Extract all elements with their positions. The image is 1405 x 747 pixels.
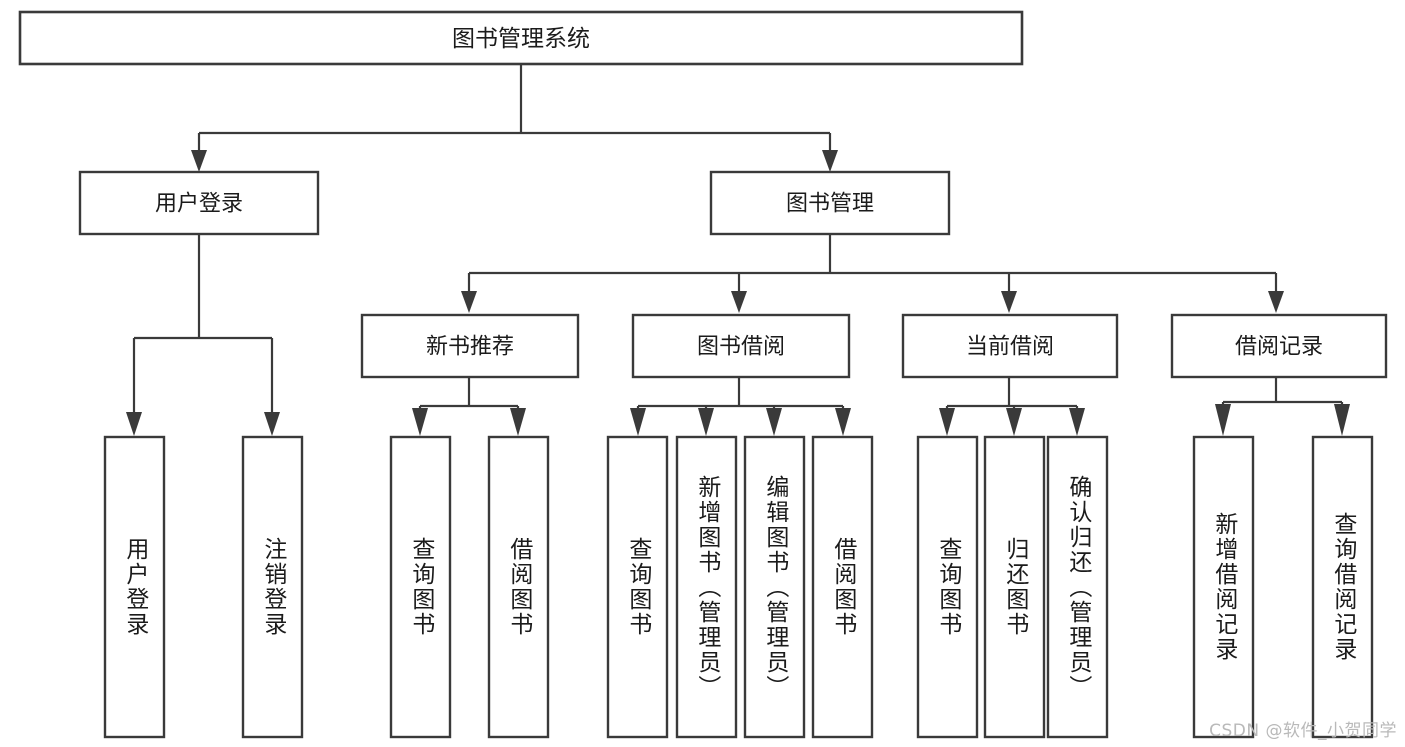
node-book-manage-label: 图书管理 <box>786 192 874 217</box>
arrow-borrow-leaf-2 <box>698 408 714 436</box>
watermark-text: CSDN @软件_小贺同学 <box>1209 721 1397 741</box>
arrow-root-to-book-manage <box>822 150 838 172</box>
node-user-login-box[interactable] <box>78 170 320 236</box>
arrow-new-book-leaf-1 <box>412 408 428 436</box>
leaf-box-user-login-2[interactable] <box>241 435 304 739</box>
node-root-label: 图书管理系统 <box>452 26 590 52</box>
arrow-book-manage-to-borrow <box>731 291 747 313</box>
node-user-login-label: 用户登录 <box>155 192 243 217</box>
leaf-box-current-borrow-2[interactable] <box>983 435 1046 739</box>
node-book-borrow-box[interactable] <box>631 313 851 379</box>
leaf-box-book-borrow-3[interactable] <box>743 435 806 739</box>
arrow-borrow-leaf-3 <box>766 408 782 436</box>
leaf-box-book-borrow-1[interactable] <box>606 435 669 739</box>
node-current-borrow-label: 当前借阅 <box>966 335 1054 360</box>
leaf-box-book-borrow-4[interactable] <box>811 435 874 739</box>
arrow-borrow-leaf-4 <box>835 408 851 436</box>
arrow-book-manage-to-record <box>1268 291 1284 313</box>
leaf-box-borrow-record-1[interactable] <box>1192 435 1255 739</box>
node-book-borrow-label: 图书借阅 <box>697 335 785 360</box>
arrow-borrow-leaf-1 <box>630 408 646 436</box>
arrow-root-to-user-login <box>191 150 207 172</box>
node-book-manage-box[interactable] <box>709 170 951 236</box>
node-current-borrow-box[interactable] <box>901 313 1119 379</box>
leaf-box-new-book-2[interactable] <box>487 435 550 739</box>
leaf-box-borrow-record-2[interactable] <box>1311 435 1374 739</box>
arrow-record-leaf-2 <box>1334 404 1350 436</box>
node-borrow-record-box[interactable] <box>1170 313 1388 379</box>
arrow-current-leaf-2 <box>1006 408 1022 436</box>
nodes-layer: 图书管理系统 用户登录 图书管理 新书推荐 图书借阅 当前借阅 借阅记录 <box>18 10 1388 739</box>
node-borrow-record-label: 借阅记录 <box>1235 335 1323 360</box>
arrow-user-login-leaf-2 <box>264 412 280 436</box>
leaf-box-new-book-1[interactable] <box>389 435 452 739</box>
arrow-current-leaf-3 <box>1069 408 1085 436</box>
leaf-box-current-borrow-3[interactable] <box>1046 435 1109 739</box>
arrow-user-login-leaf-1 <box>126 412 142 436</box>
arrow-current-leaf-1 <box>939 408 955 436</box>
leaf-box-user-login-1[interactable] <box>103 435 166 739</box>
arrow-book-manage-to-new-book <box>461 291 477 313</box>
connectors-layer <box>126 64 1350 436</box>
node-root-box[interactable] <box>18 10 1024 66</box>
arrow-record-leaf-1 <box>1215 404 1231 436</box>
arrow-new-book-leaf-2 <box>510 408 526 436</box>
leaf-box-current-borrow-1[interactable] <box>916 435 979 739</box>
arrow-book-manage-to-current <box>1001 291 1017 313</box>
node-new-book-recommend-label: 新书推荐 <box>426 335 514 360</box>
node-new-book-recommend-box[interactable] <box>360 313 580 379</box>
leaf-box-book-borrow-2[interactable] <box>675 435 738 739</box>
